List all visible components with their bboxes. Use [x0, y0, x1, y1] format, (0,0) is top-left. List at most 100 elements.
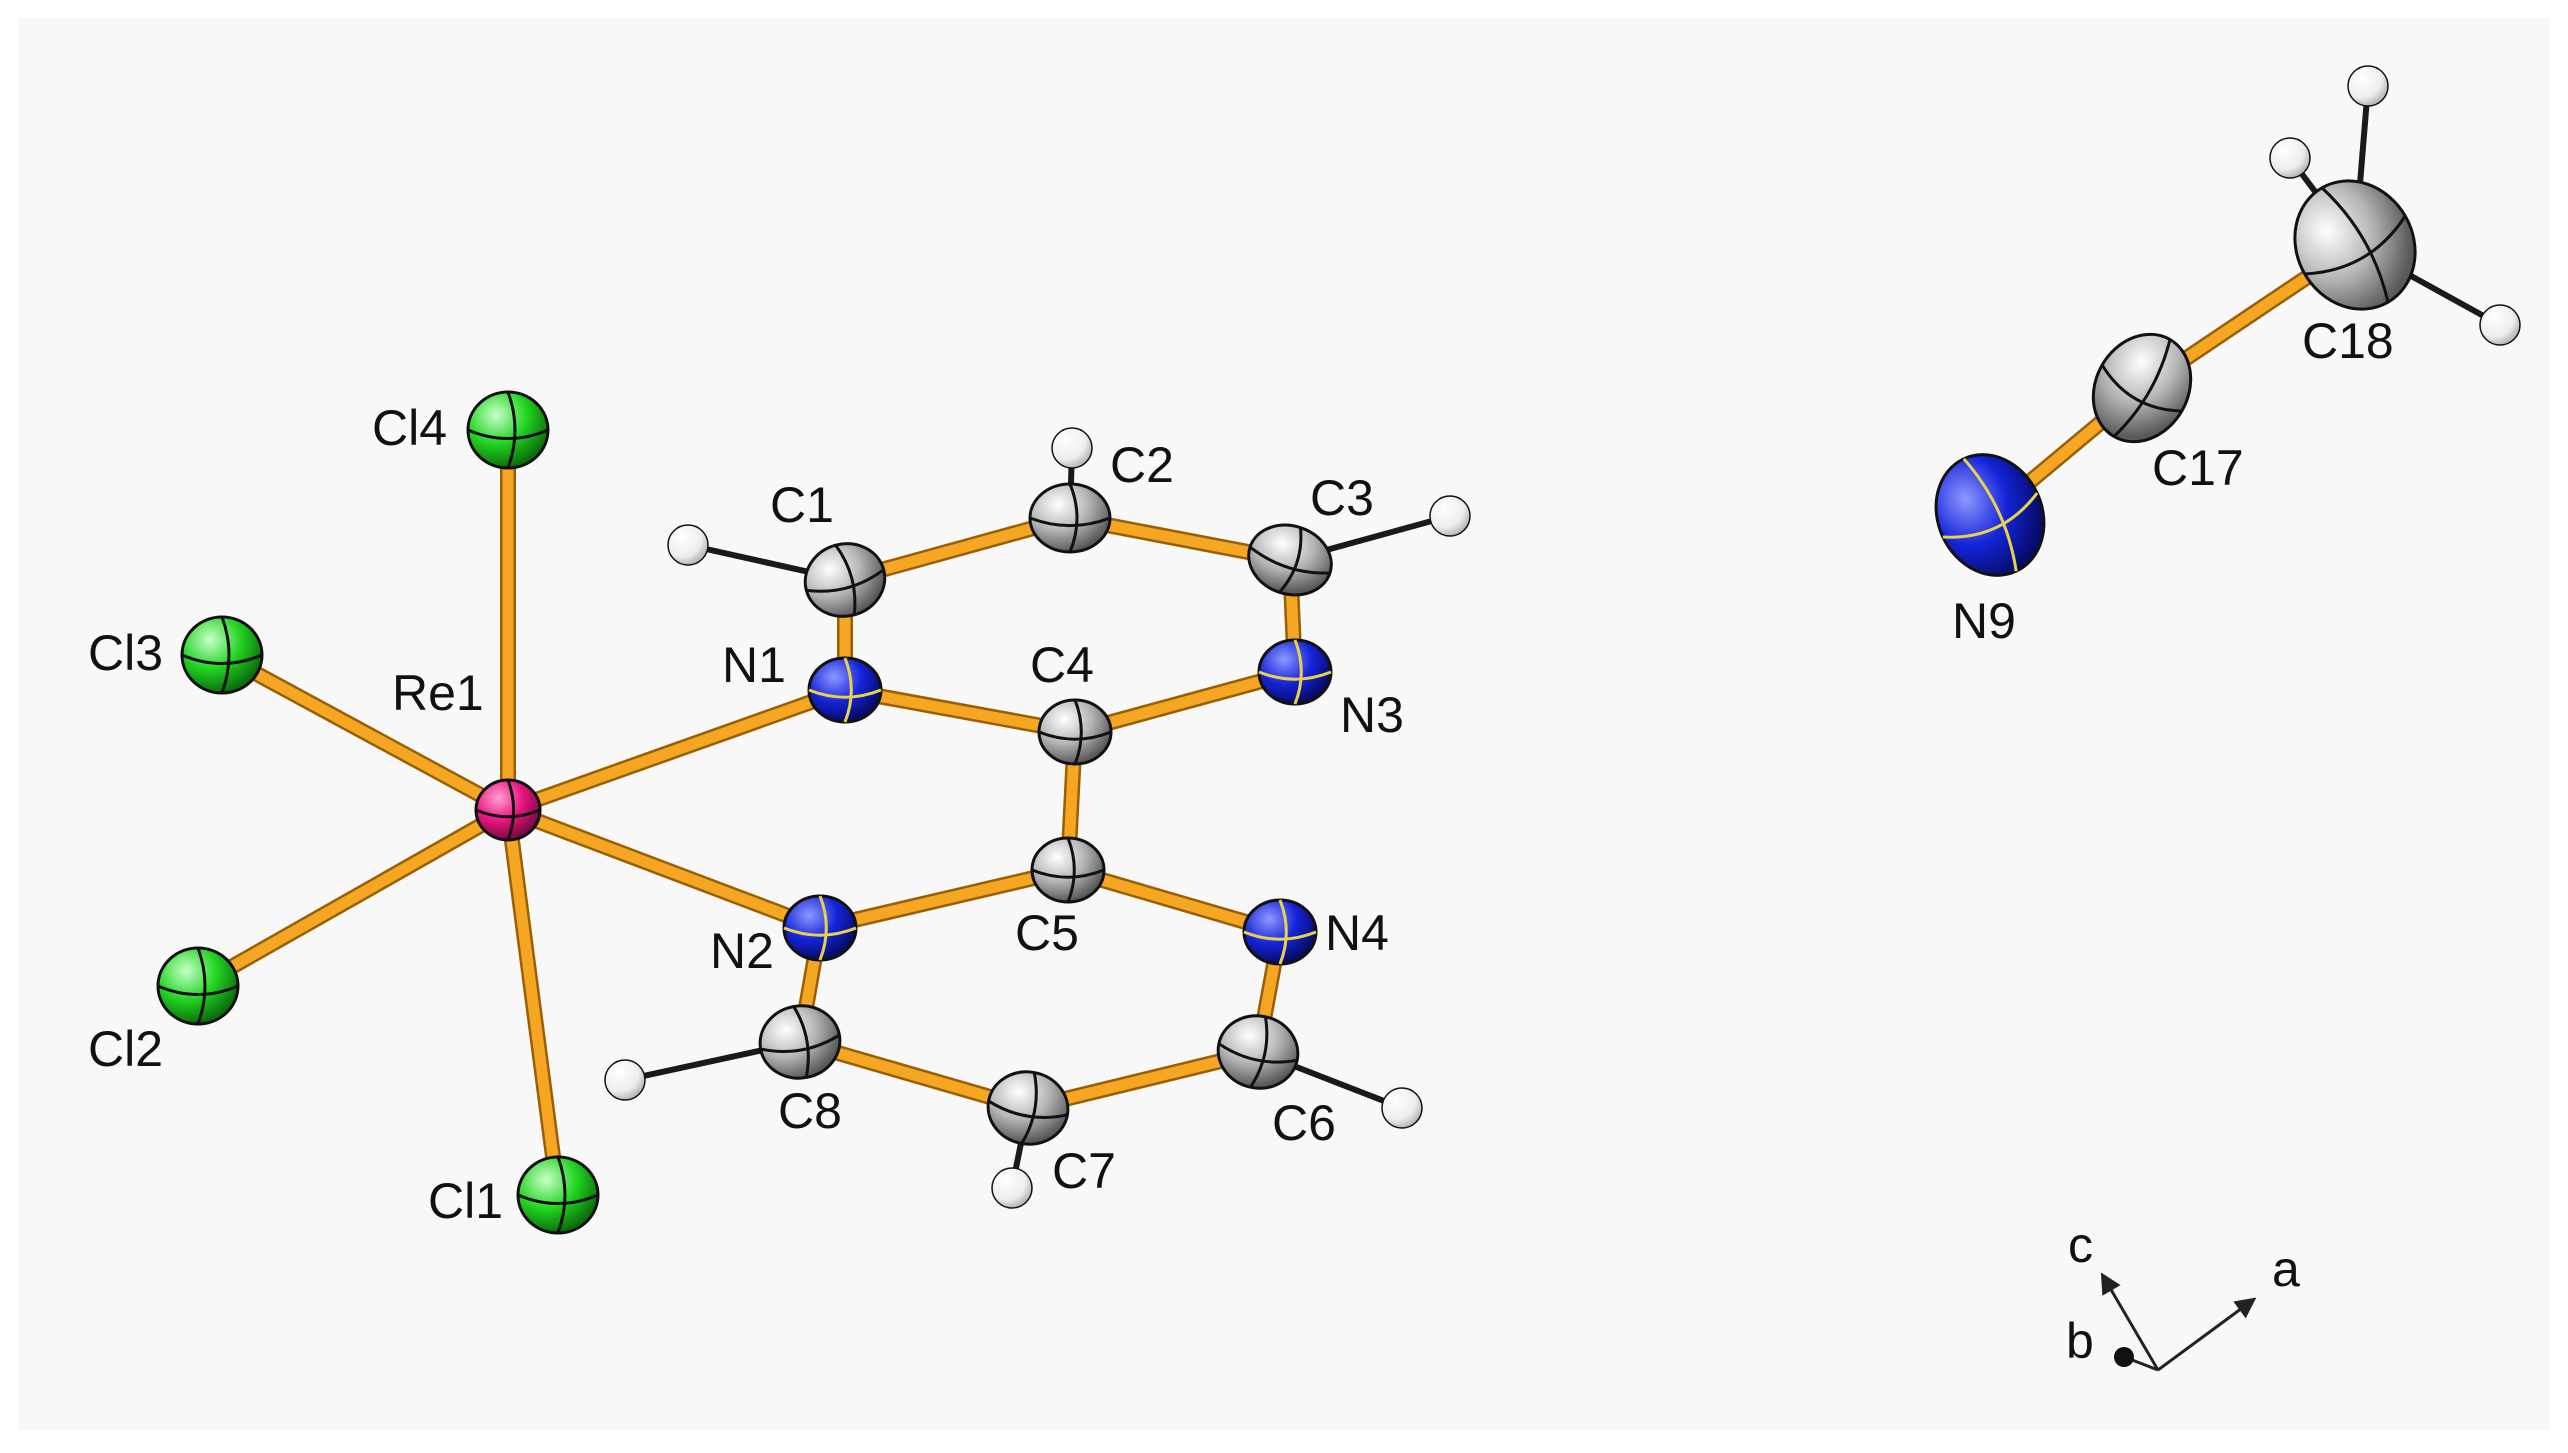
atom-Cl3	[180, 615, 264, 695]
atom-label-Cl2: Cl2	[88, 1021, 163, 1077]
atom-label-N2: N2	[710, 923, 774, 979]
bond-Re1-N1	[502, 684, 851, 816]
principal-axis-C18-2	[2320, 186, 2390, 303]
principal-axis-N9-2	[1962, 457, 2018, 572]
atom-C3	[1247, 523, 1333, 597]
axis-b-label: b	[2066, 1313, 2094, 1369]
atom-N4	[1242, 898, 1318, 966]
atom-label-N1: N1	[722, 637, 786, 693]
principal-axis-Cl3	[181, 653, 263, 666]
principal-axis-C4	[1038, 730, 1112, 741]
atom-H1	[667, 524, 709, 566]
atom-label-C5: C5	[1015, 905, 1079, 961]
principal-axis-Cl2	[157, 984, 239, 997]
principal-axis-Cl3-2	[220, 616, 231, 694]
principal-axis-Cl4-2	[506, 391, 517, 469]
principal-axis-C17	[2100, 364, 2182, 413]
atom-C8	[758, 1004, 842, 1080]
atom-label-N4: N4	[1325, 905, 1389, 961]
principal-axis-Cl4	[467, 428, 549, 441]
atom-label-C2: C2	[1110, 437, 1174, 493]
atom-label-C17: C17	[2152, 440, 2244, 496]
bond-Re1-Cl3	[216, 649, 514, 816]
principal-axis-C1	[806, 568, 885, 593]
principal-axis-C1-2	[834, 544, 857, 615]
atom-label-Re1: Re1	[392, 665, 484, 721]
principal-axis-C5-2	[1066, 837, 1076, 903]
plot-background	[18, 18, 2550, 1430]
principal-axis-C8-2	[792, 1005, 810, 1078]
atom-H8	[604, 1059, 646, 1101]
atom-H6	[1381, 1087, 1423, 1129]
principal-axis-C2-2	[1068, 483, 1079, 553]
atom-N1	[807, 656, 883, 724]
atom-label-C8: C8	[778, 1083, 842, 1139]
bond-Re1-N2	[502, 804, 826, 934]
principal-axis-C7-2	[1020, 1072, 1038, 1145]
atom-label-N3: N3	[1340, 687, 1404, 743]
atom-N3	[1257, 638, 1333, 706]
principal-axis-C5	[1031, 868, 1105, 879]
principal-axis-N4-2	[1278, 899, 1288, 965]
atom-C5	[1030, 836, 1106, 904]
atom-label-C7: C7	[1052, 1143, 1116, 1199]
atom-label-Cl4: Cl4	[372, 400, 447, 456]
atom-H18a	[2347, 65, 2389, 107]
axis-a-label: a	[2272, 1241, 2300, 1297]
atom-C18	[2293, 179, 2417, 311]
principal-axis-Cl1-2	[556, 1156, 567, 1234]
atom-label-C6: C6	[1272, 1095, 1336, 1151]
principal-axis-Re1	[475, 808, 541, 819]
atom-label-C4: C4	[1030, 637, 1094, 693]
principal-axis-C6-2	[1249, 1016, 1269, 1089]
principal-axis-N4	[1243, 930, 1317, 941]
principal-axis-N1-2	[843, 657, 853, 723]
axis-a-arrow	[2157, 1297, 2257, 1372]
principal-axis-C8	[760, 1033, 841, 1053]
atom-label-C18: C18	[2302, 313, 2394, 369]
atom-Cl4	[466, 390, 550, 470]
principal-axis-N2	[783, 926, 857, 937]
labels-layer: Re1Cl1Cl2Cl3Cl4N1N2N3N4N9C1C2C3C4C5C6C7C…	[88, 313, 2394, 1229]
atom-label-C3: C3	[1310, 470, 1374, 526]
principal-axis-Cl2-2	[196, 947, 207, 1025]
atom-Cl2	[156, 946, 240, 1026]
atom-H18c	[2479, 304, 2521, 346]
principal-axis-Re1-2	[506, 779, 516, 841]
bond-C4-N1	[839, 684, 1081, 738]
atom-N9	[1934, 453, 2046, 577]
principal-axis-C7	[987, 1099, 1068, 1119]
atom-C7	[986, 1070, 1070, 1146]
axis-c-label: c	[2068, 1217, 2093, 1273]
atom-label-C1: C1	[770, 477, 834, 533]
principal-axis-C2	[1029, 516, 1111, 528]
principal-axis-Cl1	[517, 1193, 599, 1206]
principal-axis-C18	[2304, 215, 2407, 276]
axis-c-arrow	[2100, 1272, 2160, 1371]
atom-Cl1	[516, 1155, 600, 1235]
bond-C5-N2	[814, 864, 1074, 934]
atom-H2	[1051, 427, 1093, 469]
atom-C2	[1028, 482, 1112, 554]
principal-axis-N3-2	[1293, 639, 1303, 705]
atom-Re1	[474, 778, 542, 842]
atom-H18b	[2269, 137, 2311, 179]
principal-axis-N3	[1258, 670, 1332, 681]
principal-axis-C6	[1218, 1042, 1298, 1064]
axis-b-dot	[2114, 1347, 2134, 1367]
principal-axis-C3	[1249, 545, 1330, 575]
atoms-layer	[156, 65, 2521, 1235]
principal-axis-C4-2	[1073, 699, 1083, 765]
crystal-axes: a c b	[2066, 1217, 2300, 1372]
atom-C4	[1037, 698, 1113, 766]
atom-C6	[1216, 1014, 1300, 1090]
atom-label-Cl1: Cl1	[428, 1173, 503, 1229]
bond-Re1-Cl2	[192, 804, 514, 992]
atom-C1	[803, 542, 887, 618]
atom-H3	[1429, 495, 1471, 537]
atom-label-Cl3: Cl3	[88, 625, 163, 681]
principal-axis-N1	[808, 688, 882, 699]
atom-N2	[782, 894, 858, 962]
bond-Re1-Cl1	[502, 804, 564, 1201]
